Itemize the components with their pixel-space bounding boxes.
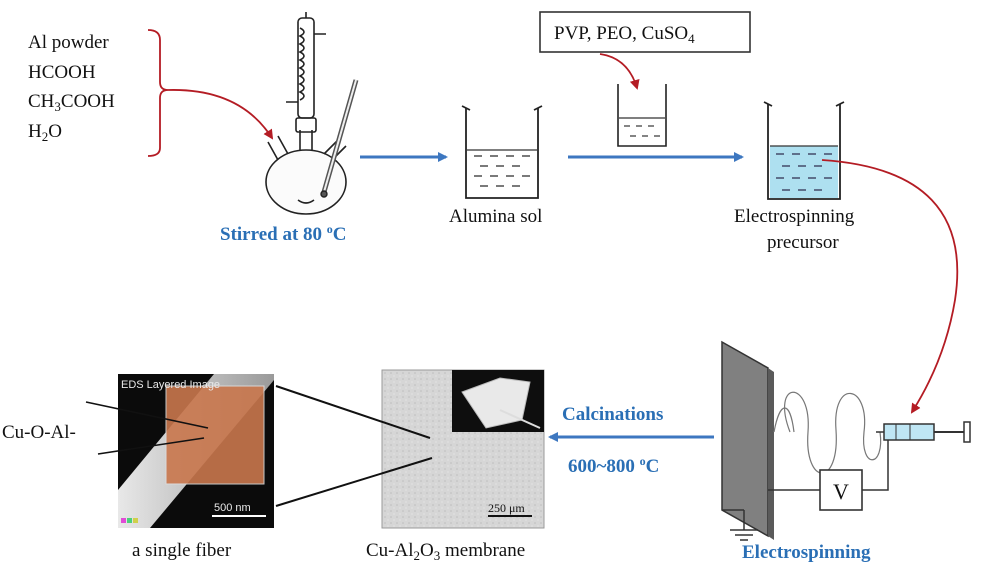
additives-arrow [599, 53, 640, 90]
electrospinning-label: Electrospinning [742, 542, 871, 563]
reactants-list: Al powder HCOOH CH3COOH H2O [28, 32, 115, 144]
pointer-line-bottom [97, 437, 205, 455]
voltage-source-box [819, 469, 863, 511]
eds-fiber-image: EDS Layered Image 500 nm [118, 374, 274, 528]
collector-plate-icon [721, 340, 774, 540]
reactants-to-flask-arrow [167, 89, 274, 140]
stirred-label: Stirred at 80 oC [220, 222, 347, 245]
zoom-line-top [275, 385, 431, 439]
membrane-micrograph: 250 μm [381, 369, 545, 529]
additives-beaker-icon [617, 84, 667, 147]
precursor-to-syringe-arrow [821, 159, 959, 414]
thermometer-icon [320, 79, 359, 198]
eds-title: EDS Layered Image [121, 379, 220, 391]
precursor-label-line1: Electrospinning [734, 206, 855, 227]
three-neck-flask-icon [265, 117, 347, 215]
alumina-sol-beaker-icon [461, 105, 543, 199]
additives-box [539, 11, 751, 53]
zoom-line-bottom [275, 457, 433, 507]
cu-o-al-label: Cu-O-Al- [2, 422, 76, 443]
membrane-scale-label: 250 μm [488, 501, 525, 515]
syringe-icon [876, 421, 971, 443]
reactant-hcooh: HCOOH [28, 62, 96, 83]
single-fiber-label: a single fiber [132, 540, 232, 561]
calcination-label-line1: Calcinations [562, 404, 663, 425]
reactants-bracket [147, 29, 169, 157]
fiber-jet-spiral [784, 391, 882, 474]
voltage-label: V [833, 479, 849, 504]
pointer-line-top [85, 401, 209, 429]
alumina-sol-label: Alumina sol [449, 206, 542, 227]
calcination-label-line2: 600~800 oC [568, 454, 659, 477]
additives-label: PVP, PEO, CuSO4 [554, 23, 695, 46]
membrane-label: Cu-Al2O3 membrane [366, 540, 525, 563]
eds-scale-label: 500 nm [214, 502, 251, 514]
condenser-icon [286, 12, 326, 119]
circuit-wires [722, 440, 889, 541]
reactant-h2o: H2O [28, 121, 62, 144]
reactant-ch3cooh: CH3COOH [28, 91, 115, 114]
reactant-al-powder: Al powder [28, 32, 109, 53]
precursor-label-line2: precursor [767, 232, 839, 253]
precursor-beaker-icon [763, 101, 845, 200]
